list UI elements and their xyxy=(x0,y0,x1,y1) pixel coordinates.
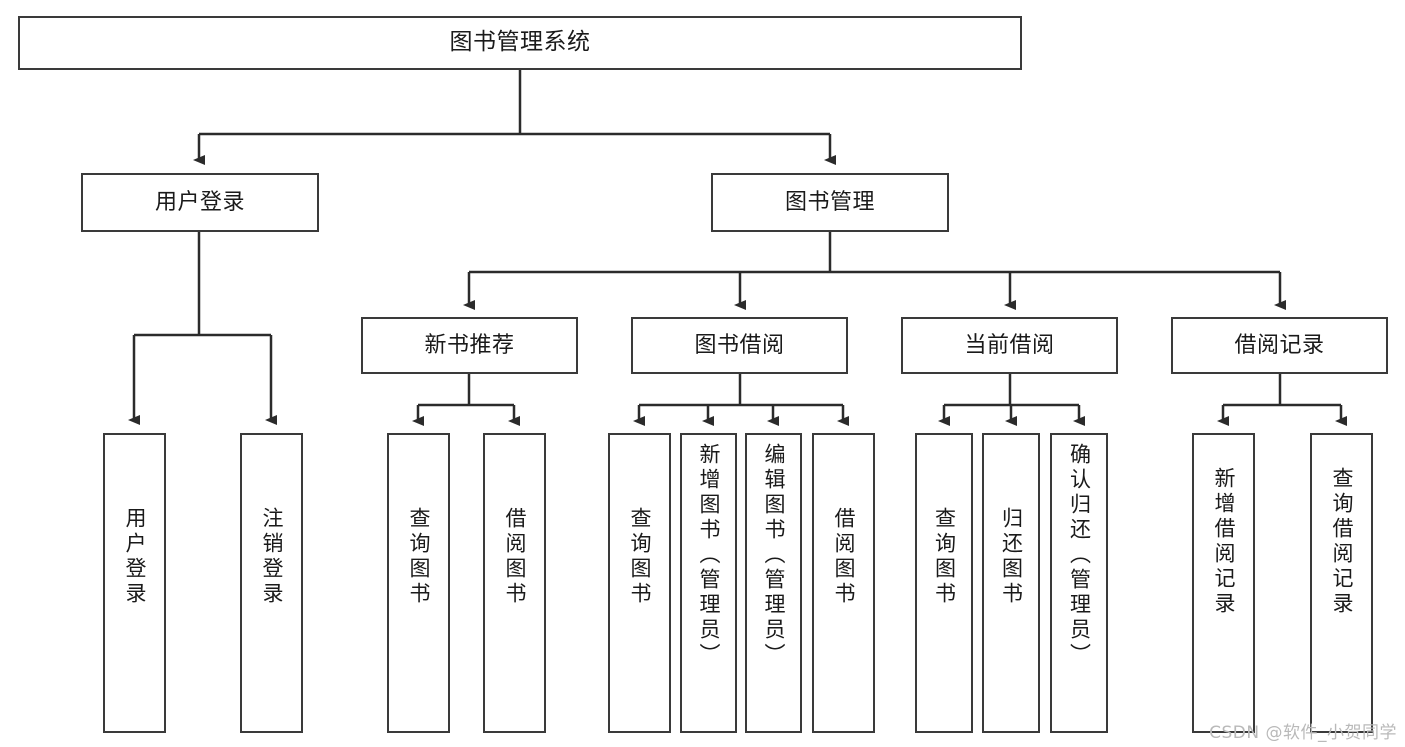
node-label: 查询图书 xyxy=(628,507,652,607)
node-label: 图书借阅 xyxy=(694,332,785,358)
node-label: 注销登录 xyxy=(260,507,284,607)
node-label: 查询图书 xyxy=(932,507,957,607)
node-borrow-record[interactable]: 借阅记录 xyxy=(1171,317,1388,374)
node-book-borrow[interactable]: 图书借阅 xyxy=(631,317,848,374)
node-leaf-borrow-book-2[interactable]: 借阅图书 xyxy=(812,433,875,733)
node-current-borrow[interactable]: 当前借阅 xyxy=(901,317,1118,374)
node-leaf-query-book-2[interactable]: 查询图书 xyxy=(608,433,671,733)
node-leaf-query-book-3[interactable]: 查询图书 xyxy=(915,433,973,733)
node-label: 图书管理 xyxy=(784,189,875,215)
node-label: 确认归还（管理员） xyxy=(1067,443,1092,668)
node-label: 当前借阅 xyxy=(964,332,1055,358)
node-leaf-query-borrow-record[interactable]: 查询借阅记录 xyxy=(1310,433,1373,733)
csdn-watermark: CSDN @软件_小贺同学 xyxy=(1209,723,1397,743)
node-leaf-borrow-book-1[interactable]: 借阅图书 xyxy=(483,433,546,733)
node-label: 用户登录 xyxy=(123,507,147,607)
node-user-login[interactable]: 用户登录 xyxy=(81,173,319,232)
node-label: 新增图书（管理员） xyxy=(697,443,721,668)
node-leaf-logout-login[interactable]: 注销登录 xyxy=(240,433,303,733)
node-leaf-query-book-1[interactable]: 查询图书 xyxy=(387,433,450,733)
node-label: 新增借阅记录 xyxy=(1212,467,1236,617)
node-label: 图书管理系统 xyxy=(449,29,591,56)
node-new-book-recommendation[interactable]: 新书推荐 xyxy=(361,317,578,374)
node-label: 查询借阅记录 xyxy=(1330,467,1354,617)
node-leaf-return-book[interactable]: 归还图书 xyxy=(982,433,1040,733)
node-label: 归还图书 xyxy=(999,507,1024,607)
node-leaf-add-book-admin[interactable]: 新增图书（管理员） xyxy=(680,433,737,733)
node-label: 编辑图书（管理员） xyxy=(762,443,786,668)
node-leaf-confirm-return-admin[interactable]: 确认归还（管理员） xyxy=(1050,433,1108,733)
node-leaf-edit-book-admin[interactable]: 编辑图书（管理员） xyxy=(745,433,802,733)
node-label: 用户登录 xyxy=(154,189,245,215)
node-book-management[interactable]: 图书管理 xyxy=(711,173,949,232)
node-leaf-add-borrow-record[interactable]: 新增借阅记录 xyxy=(1192,433,1255,733)
node-label: 新书推荐 xyxy=(424,332,515,358)
node-label: 借阅记录 xyxy=(1234,332,1325,358)
node-leaf-user-login[interactable]: 用户登录 xyxy=(103,433,166,733)
node-label: 查询图书 xyxy=(407,507,431,607)
node-label: 借阅图书 xyxy=(503,507,527,607)
node-root-book-management-system[interactable]: 图书管理系统 xyxy=(18,16,1022,70)
node-label: 借阅图书 xyxy=(832,507,856,607)
